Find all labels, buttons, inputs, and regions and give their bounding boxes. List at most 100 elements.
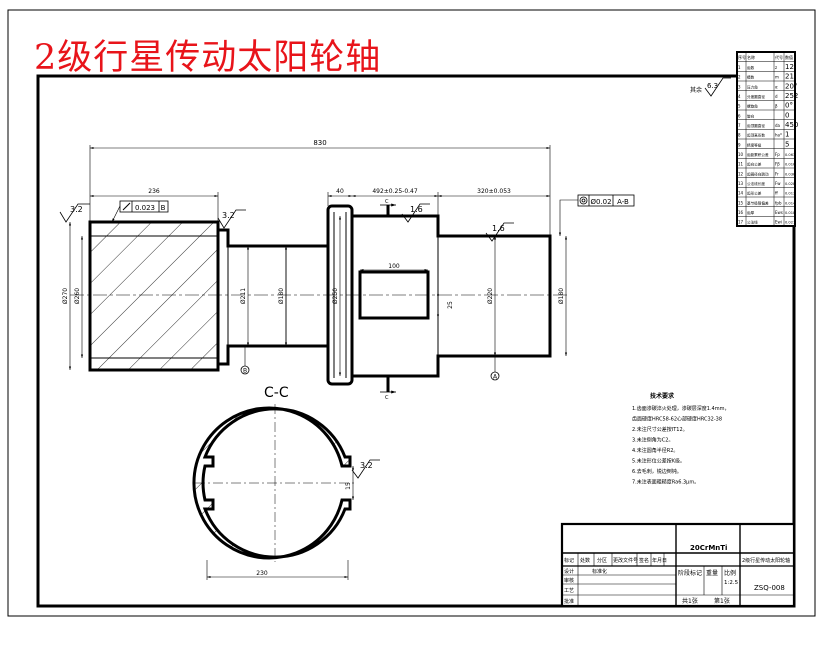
- tb-sheets: 共1张: [682, 597, 698, 605]
- tb-h-stage: 阶段标记: [678, 569, 702, 577]
- table-row-no: 8: [738, 133, 741, 138]
- table-header-cell: 数值: [785, 54, 793, 60]
- ra-bore: 1.6: [410, 205, 423, 214]
- table-row-no: 16: [738, 210, 744, 215]
- tb-h-sign: 签名: [639, 557, 649, 564]
- table-row-name: 旋向: [747, 113, 755, 118]
- table-row-val: 0.013: [785, 192, 795, 196]
- table-row-val: 0°: [785, 102, 793, 110]
- table-row-no: 17: [738, 220, 744, 225]
- table-row-val: 20°: [785, 82, 797, 90]
- table-row-name: 基节极限偏差: [747, 200, 769, 205]
- dim-mid-length: 492±0.25-0.47: [372, 188, 418, 195]
- table-row-val: 0.036: [785, 172, 796, 176]
- note-line: 1.齿面渗碳淬火处理，渗碳层深度1.4mm，: [632, 405, 729, 412]
- dim-right-dia: Ø220: [487, 288, 494, 304]
- notes-title: 技术要求: [650, 392, 675, 400]
- roughness-icon-right: [485, 222, 514, 242]
- note-line: 5.未注形位公差按K级。: [632, 458, 685, 465]
- roughness-symbols: [59, 77, 731, 479]
- tb-h-date: 年月日: [652, 557, 667, 564]
- table-row-name: 齿顶圆直径: [747, 123, 765, 128]
- ra-default-suffix: 其余: [690, 86, 702, 94]
- ra-right: 1.6: [492, 224, 505, 233]
- table-row-name: 压力角: [747, 84, 758, 89]
- roughness-icon-bore: [401, 203, 430, 223]
- table-row-name: 齿厚: [747, 210, 755, 215]
- roughness-icon-default: [704, 77, 731, 97]
- runout-datum: B: [161, 204, 166, 212]
- table-row-name: 齿形公差: [747, 191, 762, 196]
- table-row-sym: Fr: [775, 171, 779, 176]
- table-row-val: 1: [785, 131, 789, 139]
- table-row-sym: ff: [775, 191, 778, 196]
- roughness-icon-neck: [217, 209, 246, 229]
- table-row-name: 模数: [747, 75, 755, 80]
- table-row-sym: fpb: [775, 200, 782, 205]
- table-row-name: 齿距累积公差: [747, 152, 769, 157]
- dim-neck-dia2: Ø180: [278, 288, 285, 304]
- title-block-text: 20CrMnTi 2级行星传动太阳轮轴 ZSQ-008 1:2.5 标记 处数 …: [564, 544, 790, 605]
- table-row-sym: Fp: [775, 152, 780, 157]
- dim-left-length: 236: [148, 188, 160, 195]
- tb-drawing-no: ZSQ-008: [754, 584, 785, 592]
- dim-overall-length: 830: [313, 139, 326, 147]
- datum-a-marker: [490, 371, 500, 381]
- tb-sheet: 第1张: [714, 597, 730, 605]
- technical-notes: 技术要求 1.齿面渗碳淬火处理，渗碳层深度1.4mm， 齿面硬度HRC58-62…: [632, 392, 729, 486]
- roughness-icon-section: [351, 459, 380, 479]
- tb-r-check: 审核: [564, 577, 574, 584]
- table-row-sym: Fw: [775, 181, 781, 186]
- tb-scale: 1:2.5: [724, 580, 739, 586]
- tb-r-craft: 工艺: [564, 588, 574, 594]
- table-row-val: 450: [785, 121, 798, 129]
- tb-h-zone: 分区: [597, 557, 607, 564]
- table-row-sym: ha*: [775, 133, 782, 138]
- shaft-main-view: [70, 203, 570, 394]
- table-row-sym: α: [775, 84, 778, 89]
- table-row-no: 6: [738, 113, 741, 118]
- flange: [326, 204, 354, 386]
- tb-material: 20CrMnTi: [690, 544, 727, 552]
- ra-default: 6.3: [707, 82, 718, 90]
- table-row-sym: d: [775, 94, 778, 99]
- table-row-no: 10: [738, 152, 744, 157]
- table-row-name: 精度等级: [747, 142, 762, 147]
- datum-b-marker: [240, 365, 250, 375]
- table-row-no: 5: [738, 104, 741, 109]
- dim-left-dia2: Ø260: [74, 288, 81, 304]
- table-row-no: 2: [738, 75, 741, 80]
- dim-section-key: 15: [345, 482, 352, 490]
- ra-neck: 3.2: [222, 211, 235, 220]
- title-block: [560, 522, 796, 608]
- table-row-name: 齿圈径向跳动: [747, 171, 769, 176]
- table-row-name: 齿数: [747, 65, 755, 70]
- table-row-name: 螺旋角: [747, 104, 758, 109]
- outer-border: [7, 9, 816, 617]
- table-row-no: 9: [738, 142, 741, 147]
- dim-flange-dia: Ø250: [332, 288, 339, 304]
- table-row-no: 11: [738, 162, 744, 167]
- section-mark-top: C: [385, 199, 389, 205]
- table-row-name: 公法线: [747, 220, 758, 225]
- table-row-sym: m: [775, 75, 779, 80]
- gear-section: [88, 220, 220, 372]
- tb-h-count: 处数: [580, 557, 590, 564]
- runout-icon: [122, 202, 131, 211]
- table-row-sym: β: [775, 104, 778, 109]
- dim-key-depth: 25: [447, 301, 454, 309]
- table-row-sym: Fβ: [775, 162, 780, 167]
- ra-section: 3.2: [360, 461, 373, 470]
- table-row-no: 12: [738, 171, 744, 176]
- keyway: [358, 270, 430, 320]
- table-row-val: 0: [785, 111, 789, 119]
- shaft-body: [352, 214, 552, 378]
- table-header-cell: 名称: [747, 54, 755, 60]
- table-row-no: 1: [738, 65, 741, 70]
- table-row-val: 0.021: [785, 221, 795, 225]
- roughness-icon-left: [59, 203, 90, 223]
- note-line: 2.未注尺寸公差按IT12。: [632, 426, 688, 433]
- drawing-title: 2级行星传动太阳轮轴: [34, 38, 382, 78]
